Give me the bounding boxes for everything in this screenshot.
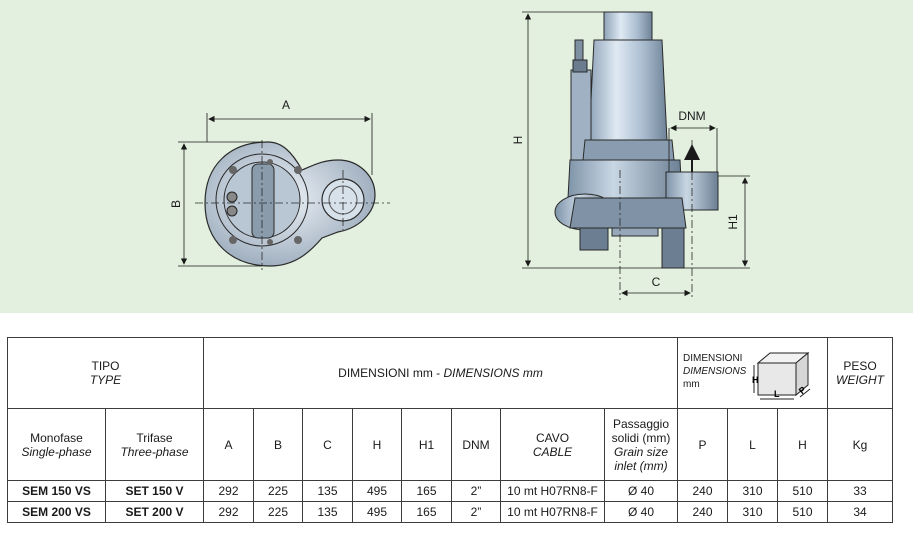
cell-c: 135	[302, 501, 353, 523]
cell-cavo: 10 mt H07RN8-F	[500, 480, 605, 502]
cell-monofase: SEM 200 VS	[7, 501, 106, 523]
subheader-cavo: CAVO	[535, 430, 570, 445]
dim-label-h1: H1	[726, 214, 740, 230]
cell-kg: 34	[827, 501, 893, 523]
top-view: A B	[169, 98, 390, 270]
header-dimensions: DIMENSIONI mm - DIMENSIONS mm	[203, 337, 678, 409]
subheader-passaggio-1: Passaggio	[612, 416, 670, 431]
subheader-cable-en: CABLE	[532, 444, 573, 459]
cell-dnm: 2”	[451, 480, 501, 502]
cell-trifase: SET 200 V	[105, 501, 204, 523]
header-weight-en: WEIGHT	[836, 373, 884, 387]
side-view: H DNM H1 C	[511, 11, 750, 300]
subheader-c: C	[302, 408, 353, 481]
header-dimensions-en: DIMENSIONS mm	[443, 366, 543, 380]
subheader-trifase: Trifase Three-phase	[105, 408, 204, 481]
subheader-h1: H1	[401, 408, 452, 481]
cell-p: 240	[677, 501, 728, 523]
cell-b: 225	[253, 501, 303, 523]
header-dimensioni: DIMENSIONI mm -	[338, 366, 444, 380]
header-tipo: TIPO	[91, 359, 120, 373]
cell-c: 135	[302, 480, 353, 502]
subheader-p: P	[677, 408, 728, 481]
box-label-h: H	[752, 375, 759, 385]
cell-trifase: SET 150 V	[105, 480, 204, 502]
header-type-en: TYPE	[89, 373, 122, 387]
cell-l: 310	[727, 480, 778, 502]
header-weight: PESO WEIGHT	[827, 337, 893, 409]
dim-label-h: H	[511, 136, 525, 145]
cell-cavo: 10 mt H07RN8-F	[500, 501, 605, 523]
box-dim-en: DIMENSIONS	[683, 366, 747, 377]
table-row: SEM 200 VS SET 200 V 292 225 135 495 165…	[7, 501, 893, 523]
subheader-passaggio-2: solidi (mm)	[611, 430, 671, 445]
cell-b: 225	[253, 480, 303, 502]
table-row: SEM 150 VS SET 150 V 292 225 135 495 165…	[7, 480, 893, 502]
cell-h-box: 510	[777, 480, 828, 502]
subheader-b: B	[253, 408, 303, 481]
pump-drawing: A B	[169, 11, 750, 300]
subheader-grain-2: inlet (mm)	[614, 458, 668, 473]
subheader-grain-size: Passaggio solidi (mm) Grain size inlet (…	[604, 408, 678, 481]
cell-passaggio: Ø 40	[604, 480, 678, 502]
flow-arrow-icon	[684, 144, 700, 160]
cell-h: 495	[352, 480, 402, 502]
box-label-l: L	[774, 389, 780, 399]
cell-monofase: SEM 150 VS	[7, 480, 106, 502]
cell-l: 310	[727, 501, 778, 523]
cell-a: 292	[203, 480, 254, 502]
subheader-trifase-it: Trifase	[136, 430, 173, 445]
spec-table: TIPO TYPE DIMENSIONI mm - DIMENSIONS mm …	[7, 337, 893, 523]
cell-kg: 33	[827, 480, 893, 502]
subheader-h-box: H	[777, 408, 828, 481]
cell-h-box: 510	[777, 501, 828, 523]
dim-label-a: A	[282, 98, 290, 112]
cell-h1: 165	[401, 501, 452, 523]
subheader-l: L	[727, 408, 778, 481]
subheader-monofase-it: Monofase	[30, 430, 83, 445]
subheader-dnm: DNM	[451, 408, 501, 481]
box-dim-unit: mm	[683, 379, 700, 390]
header-box-dimensions: DIMENSIONI DIMENSIONS mm H L P	[677, 337, 828, 409]
dim-label-dnm: DNM	[678, 109, 705, 123]
box-dim-it: DIMENSIONI	[683, 353, 743, 364]
subheader-monofase-en: Single-phase	[21, 444, 92, 459]
cell-passaggio: Ø 40	[604, 501, 678, 523]
subheader-monofase: Monofase Single-phase	[7, 408, 106, 481]
dim-label-c: C	[652, 275, 661, 289]
cell-h: 495	[352, 501, 402, 523]
cell-h1: 165	[401, 480, 452, 502]
subheader-cable: CAVO CABLE	[500, 408, 605, 481]
box-label-p: P	[797, 384, 808, 396]
subheader-h: H	[352, 408, 402, 481]
technical-drawing-panel: A B	[0, 0, 913, 313]
subheader-kg: Kg	[827, 408, 893, 481]
subheader-trifase-en: Three-phase	[120, 444, 189, 459]
cell-a: 292	[203, 501, 254, 523]
dim-label-b: B	[169, 200, 183, 208]
subheader-grain-1: Grain size	[613, 444, 669, 459]
subheader-a: A	[203, 408, 254, 481]
header-peso: PESO	[843, 359, 877, 373]
header-type: TIPO TYPE	[7, 337, 204, 409]
cell-p: 240	[677, 480, 728, 502]
package-box-icon: H L P	[752, 351, 811, 400]
cell-dnm: 2”	[451, 501, 501, 523]
